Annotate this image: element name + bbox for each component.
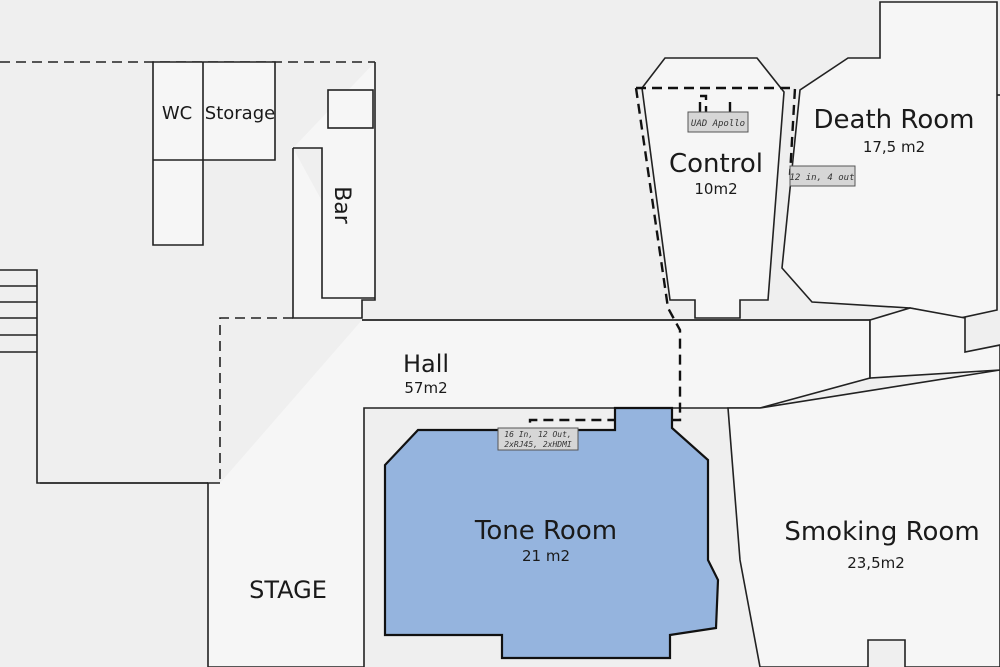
control-area: 10m2	[694, 180, 737, 198]
hall-label: Hall	[403, 350, 449, 378]
io-tag: 12 in, 4 out	[789, 165, 856, 187]
death-room-label: Death Room	[814, 105, 975, 135]
smoking-room-area: 23,5m2	[847, 554, 905, 572]
control-label: Control	[669, 149, 763, 179]
tone-room-label: Tone Room	[474, 516, 617, 546]
svg-text:12 in, 4 out: 12 in, 4 out	[789, 173, 854, 183]
smoking-room-label: Smoking Room	[784, 517, 979, 547]
tone-room-area: 21 m2	[522, 547, 570, 565]
tone-room-io-tag: 16 In, 12 Out, 2xRJ45, 2xHDMI	[497, 427, 579, 451]
uad-apollo-tag: UAD Apollo	[687, 111, 749, 133]
control-dashed-cable	[528, 86, 797, 428]
smoking-room-outline	[727, 369, 1000, 667]
right-corridor	[869, 307, 1000, 379]
staircase	[0, 285, 37, 353]
uad-cable	[698, 94, 732, 112]
svg-text:UAD Apollo: UAD Apollo	[691, 119, 745, 129]
hall-dashed-boundary	[219, 317, 293, 483]
bar-shelf	[327, 89, 374, 129]
bar-label: Bar	[329, 186, 354, 225]
stage-label: STAGE	[249, 576, 327, 604]
hall-area: 57m2	[404, 379, 447, 397]
tone-room-shape	[383, 406, 720, 660]
death-room-outline	[781, 1, 998, 319]
wc-label: WC	[162, 103, 192, 124]
svg-text:16 In, 12 Out,: 16 In, 12 Out,	[504, 430, 571, 439]
death-room-area: 17,5 m2	[863, 138, 925, 156]
svg-text:2xRJ45, 2xHDMI: 2xRJ45, 2xHDMI	[504, 440, 572, 449]
storage-label: Storage	[205, 103, 275, 124]
wc-storage-block	[152, 61, 276, 246]
